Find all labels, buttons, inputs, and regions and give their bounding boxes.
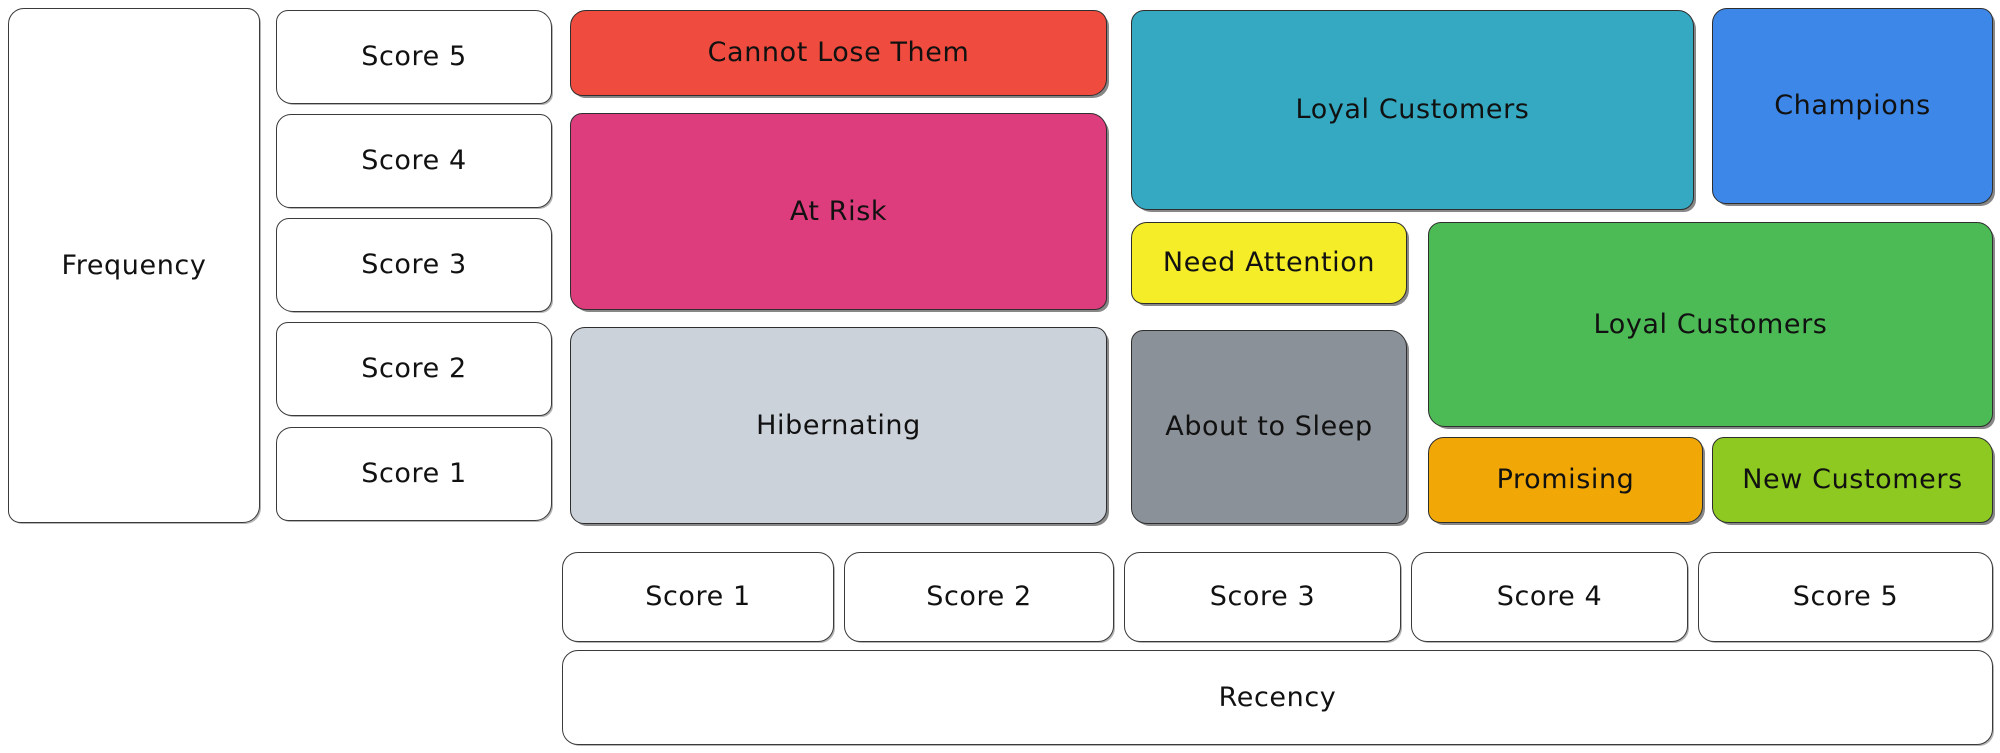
segment-loyal-customers-teal[interactable]: Loyal Customers xyxy=(1131,10,1694,210)
segment-cannot-lose-them[interactable]: Cannot Lose Them xyxy=(570,10,1107,96)
frequency-score-3: Score 3 xyxy=(276,218,552,312)
recency-score-2: Score 2 xyxy=(844,552,1114,642)
segment-hibernating[interactable]: Hibernating xyxy=(570,327,1107,524)
segment-new-customers[interactable]: New Customers xyxy=(1712,437,1993,523)
frequency-score-1: Score 1 xyxy=(276,427,552,521)
recency-score-5: Score 5 xyxy=(1698,552,1993,642)
frequency-score-4: Score 4 xyxy=(276,114,552,208)
segment-about-to-sleep[interactable]: About to Sleep xyxy=(1131,330,1407,524)
recency-score-1: Score 1 xyxy=(562,552,834,642)
frequency-score-5: Score 5 xyxy=(276,10,552,104)
recency-score-3: Score 3 xyxy=(1124,552,1401,642)
recency-score-4: Score 4 xyxy=(1411,552,1688,642)
segment-need-attention[interactable]: Need Attention xyxy=(1131,222,1407,304)
frequency-axis-label: Frequency xyxy=(8,8,260,523)
segment-loyal-customers-green[interactable]: Loyal Customers xyxy=(1428,222,1993,427)
frequency-score-2: Score 2 xyxy=(276,322,552,416)
recency-axis-label: Recency xyxy=(562,650,1993,745)
segment-champions[interactable]: Champions xyxy=(1712,8,1993,204)
segment-promising[interactable]: Promising xyxy=(1428,437,1703,523)
segment-at-risk[interactable]: At Risk xyxy=(570,113,1107,310)
